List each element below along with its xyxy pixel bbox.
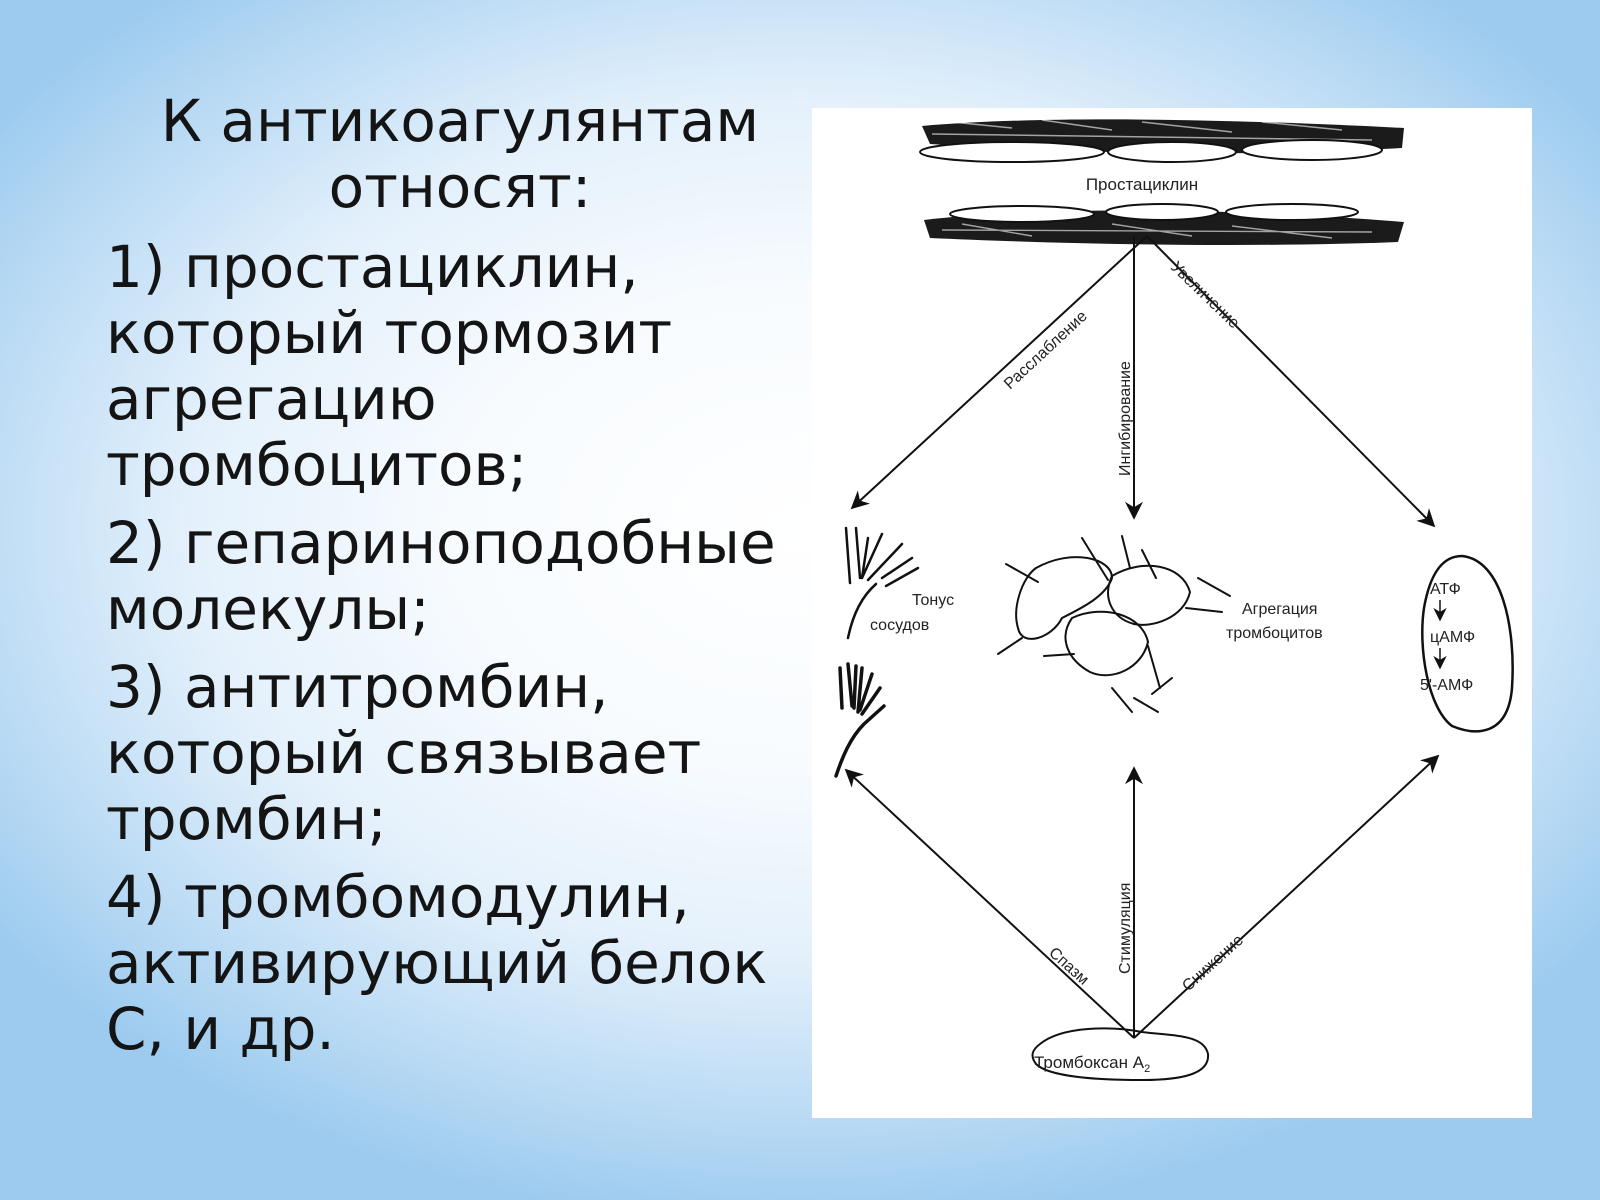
endothelium-top-layer (919, 119, 1404, 163)
arrow-increase (1146, 235, 1436, 528)
list-item: 3) антитромбин, который связывает тромби… (106, 653, 702, 853)
arrow-decrease (1133, 754, 1440, 1039)
relaxation-label: Расслабление (1001, 308, 1091, 393)
list-item: 1) простациклин, который тормозит агрега… (106, 233, 673, 499)
increase-label: Увеличение (1167, 259, 1242, 333)
thromboxane-blob (1031, 1027, 1210, 1082)
stimulation-label: Стимуляция (1117, 883, 1134, 974)
amp-label: 5'-АМФ (1420, 677, 1473, 694)
spasm-label: Спазм (1045, 944, 1092, 988)
platelet-aggregation-icon (997, 535, 1231, 713)
prostacyclin-thromboxane-diagram: Простациклин Расслабление Ингибирование … (834, 119, 1514, 1082)
decrease-label: Снижение (1179, 932, 1247, 995)
cell-outline (1421, 554, 1514, 733)
arrow-spasm (844, 768, 1135, 1039)
prostacyclin-label: Простациклин (1086, 175, 1198, 194)
list-item: 4) тромбомодулин, активирующий белок С, … (106, 863, 768, 1063)
list-item: 2) гепариноподобные молекулы; (106, 509, 776, 643)
platelet-aggregation-label: Агрегация (1242, 601, 1317, 618)
arrow-relaxation (850, 235, 1148, 510)
endothelium-bottom-layer (924, 203, 1404, 245)
vessel-icon (834, 526, 920, 778)
diagram-panel: Простациклин Расслабление Ингибирование … (812, 108, 1532, 1118)
slide-title: К антикоагулянтам относят: (160, 87, 760, 221)
platelet-aggregation-label: тромбоцитов (1226, 625, 1323, 642)
vessel-tone-label: Тонус (912, 592, 954, 609)
thromboxane-label: Тромбоксан А2 (1034, 1053, 1150, 1075)
inhibition-label: Ингибирование (1117, 361, 1134, 476)
vessel-tone-label: сосудов (870, 617, 929, 634)
atp-label: АТФ (1430, 581, 1461, 598)
camp-label: цАМФ (1430, 629, 1475, 646)
anticoagulant-list: 1) простациклин, который тормозит агрега… (106, 234, 806, 1074)
